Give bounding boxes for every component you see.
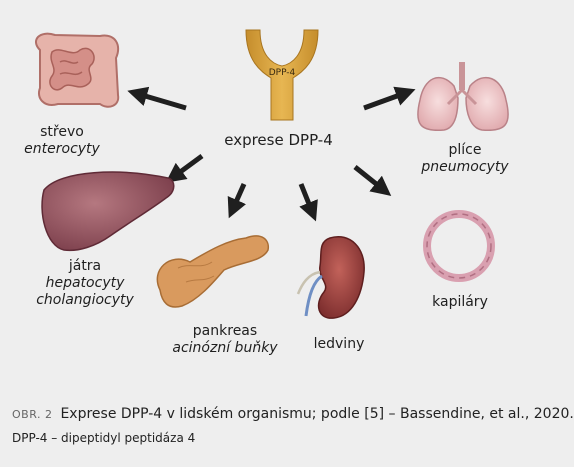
- arrow-to-plice: [363, 86, 416, 111]
- label-jatra: játra hepatocyty cholangiocyty: [30, 258, 140, 309]
- dpp4-receptor-icon: DPP-4: [245, 29, 319, 121]
- arrow-to-jatra: [165, 153, 204, 183]
- label-pankreas: pankreas acinózní buňky: [170, 323, 280, 357]
- arrows: [127, 86, 416, 222]
- arrow-to-pankreas: [227, 182, 247, 219]
- organ-name: ledviny: [313, 336, 365, 352]
- pancreas-icon: [156, 235, 270, 308]
- organ-name: kapiláry: [432, 294, 488, 310]
- cell-type: enterocyty: [24, 141, 100, 157]
- organ-name: pankreas: [192, 323, 258, 339]
- arrow-to-strevo: [127, 86, 187, 111]
- label-kapilary: kapiláry: [420, 294, 500, 311]
- organ-name: játra: [68, 258, 102, 274]
- diagram-canvas: DPP-4: [35, 29, 509, 319]
- cell-type: cholangiocyty: [36, 292, 134, 308]
- label-strevo: střevo enterocyty: [22, 124, 102, 158]
- center-label: exprese DPP-4: [224, 131, 333, 149]
- cell-type: acinózní buňky: [172, 340, 278, 356]
- label-ledviny: ledviny: [304, 336, 374, 353]
- capillary-icon: [423, 210, 495, 282]
- label-plice: plíce pneumocyty: [420, 142, 510, 176]
- liver-icon: [41, 171, 175, 252]
- cell-type: hepatocyty: [45, 275, 125, 291]
- organ-name: plíce: [448, 142, 482, 158]
- intestine-icon: [35, 32, 120, 108]
- arrow-to-kapilary: [353, 165, 392, 196]
- abbreviation-note: DPP-4 – dipeptidyl peptidáza 4: [12, 431, 196, 445]
- cell-type: pneumocyty: [421, 159, 509, 175]
- kidney-icon: [296, 236, 365, 319]
- dpp4-receptor-label: DPP-4: [269, 68, 296, 78]
- figure-caption: OBR. 2 Exprese DPP-4 v lidském organismu;…: [12, 406, 574, 422]
- caption-text: Exprese DPP-4 v lidském organismu; podle…: [60, 406, 574, 422]
- lungs-icon: [417, 62, 509, 132]
- figure-number: OBR. 2: [12, 408, 53, 421]
- arrow-to-ledviny: [298, 183, 318, 222]
- organ-name: střevo: [40, 124, 84, 140]
